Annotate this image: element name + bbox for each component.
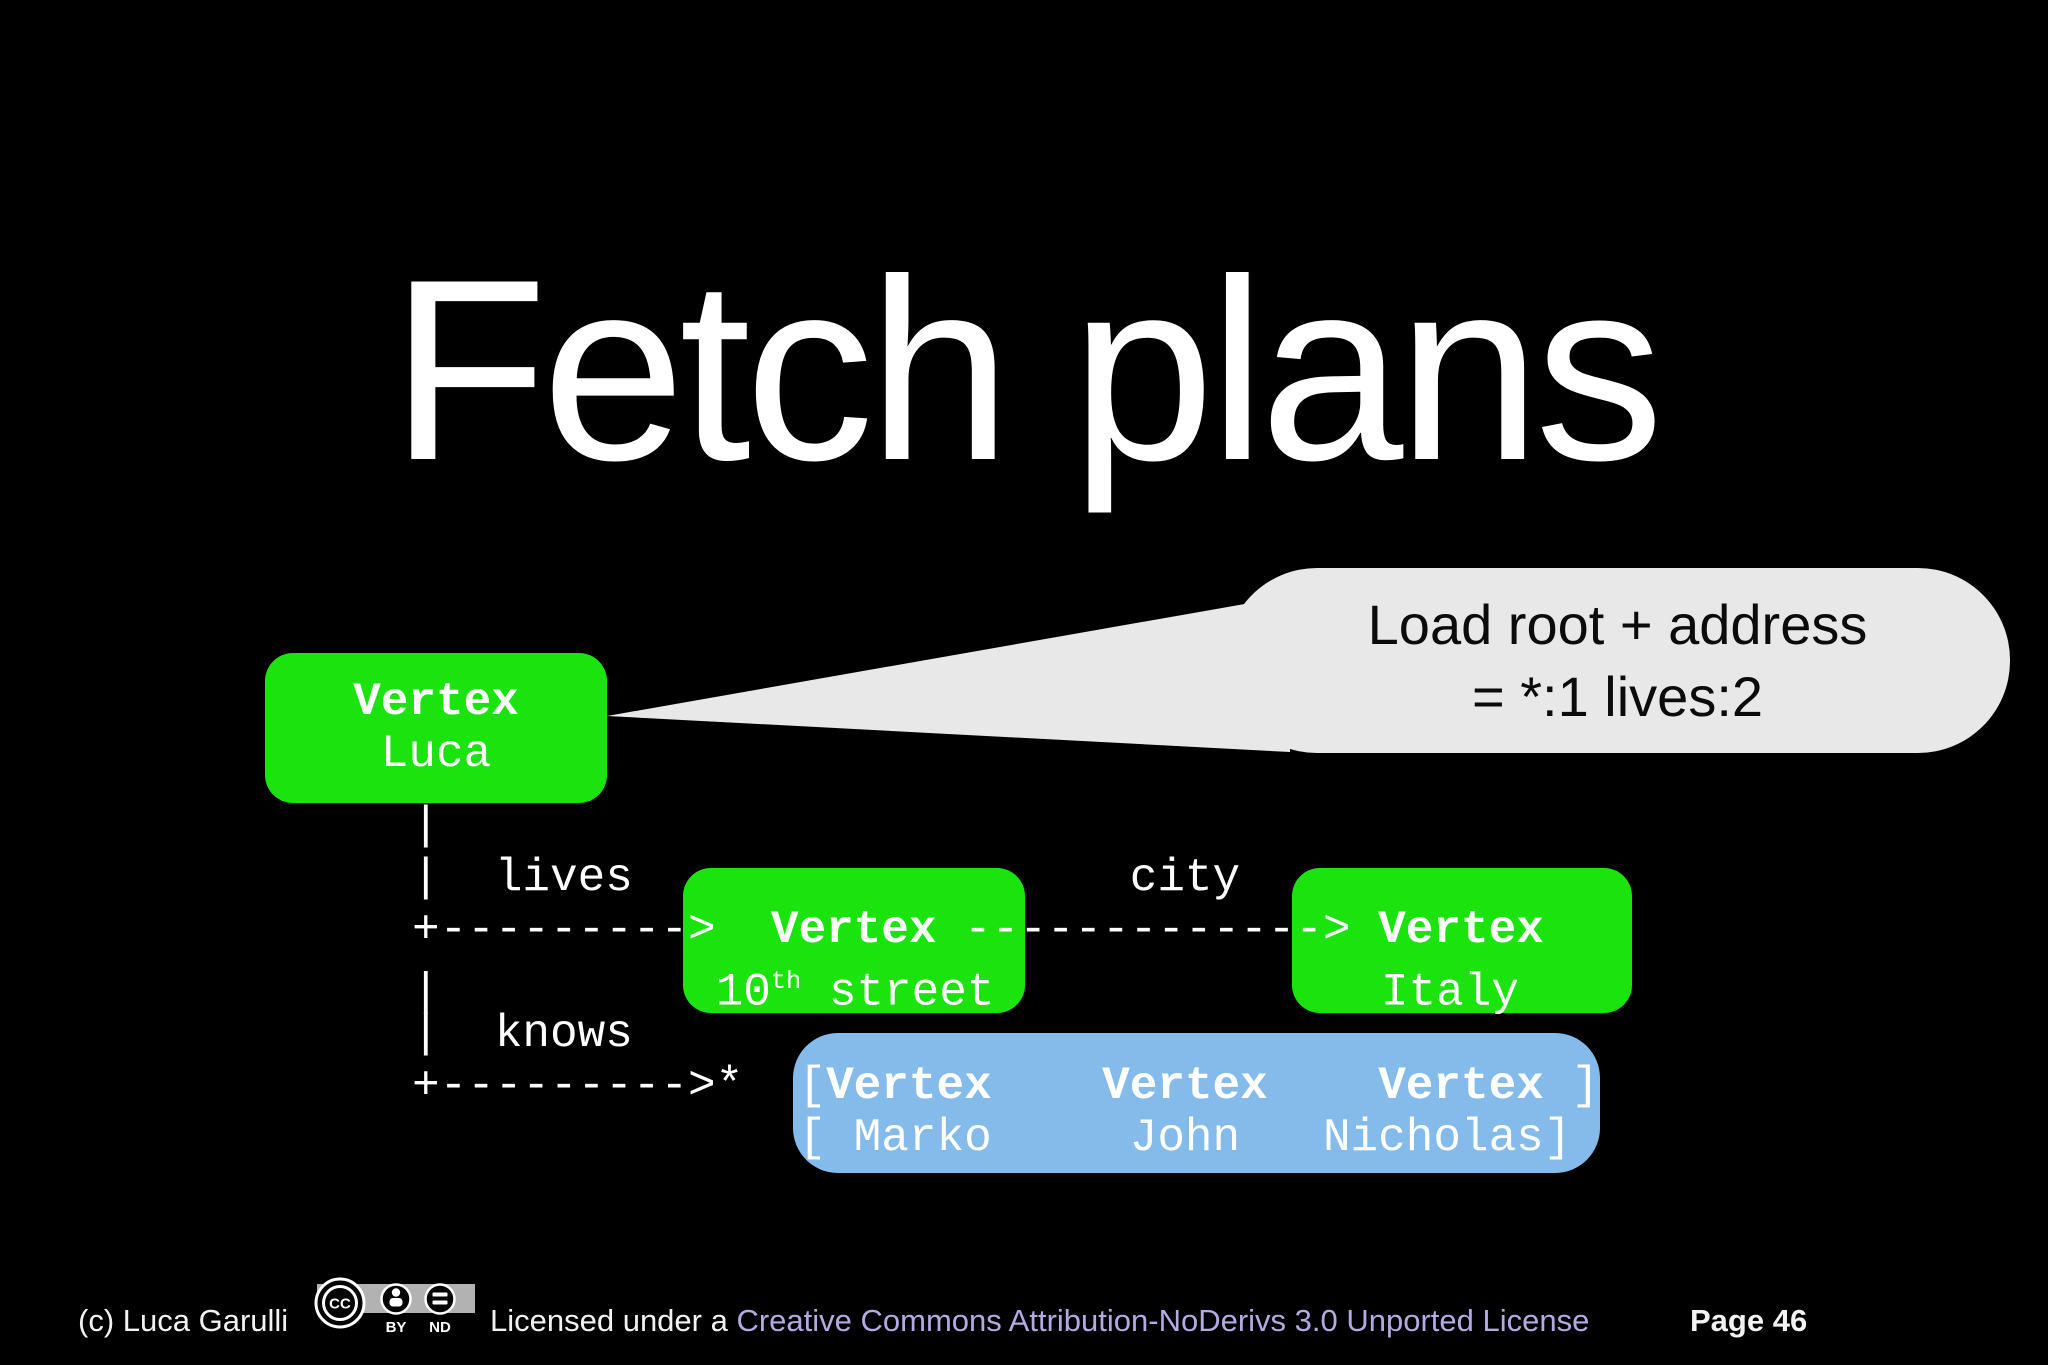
address-name-ordinal: th (770, 967, 802, 996)
edge-label-knows-row: | knows (412, 1008, 633, 1060)
knows-vertex-type-1: Vertex (826, 1060, 992, 1112)
edge-stem-row: | (412, 800, 440, 852)
cc-icon: CC (314, 1277, 366, 1329)
city-arrow: -------------> (936, 904, 1379, 956)
footer-copyright: (c) Luca Garulli (78, 1303, 289, 1338)
footer-license-text: Licensed under a Creative Commons Attrib… (490, 1303, 1589, 1339)
vertex-address-box (683, 868, 1025, 1013)
city-name: Italy (1380, 966, 1519, 1019)
knows-arrow-row: +--------->* [Vertex Vertex Vertex ] (412, 1060, 1599, 1112)
vertex-root-name: Luca (380, 728, 492, 780)
bracket-close: ] (1543, 1060, 1600, 1112)
by-icon (380, 1283, 412, 1315)
vertex-city-type: Vertex (1378, 904, 1544, 956)
callout-bubble: Load root + address = *:1 lives:2 (1225, 568, 2010, 753)
knows-names-row: [ Marko John Nicholas] (412, 1112, 1572, 1164)
page-number: Page 46 (1690, 1303, 1808, 1338)
vertex-root-type: Vertex (353, 676, 519, 728)
slide-title: Fetch plans (390, 225, 1664, 514)
node-names-row: | 10th street Italy (412, 956, 1599, 1018)
knows-vertex-type-2: Vertex (1102, 1060, 1268, 1112)
callout-line-2: = *:1 lives:2 (1471, 664, 1764, 728)
license-link[interactable]: Creative Commons Attribution-NoDerivs 3.… (736, 1303, 1590, 1338)
svg-text:CC: CC (329, 1296, 351, 1313)
knows-vertex-type-3: Vertex (1378, 1060, 1544, 1112)
address-name-base: | 10 (412, 966, 771, 1019)
by-label: BY (386, 1319, 407, 1336)
callout-line-1: Load root + address (1367, 592, 1868, 656)
license-prefix: Licensed under a (490, 1303, 737, 1338)
edge-labels-lives-city-row: | lives city (412, 852, 1241, 904)
vertex-root-box: Vertex Luca (265, 653, 607, 803)
lives-arrow: +---------> (412, 904, 771, 956)
vertex-address-type: Vertex (770, 904, 937, 956)
knows-arrow: +--------->* [ (412, 1060, 827, 1112)
spacer (992, 1060, 1102, 1112)
nd-label: ND (429, 1319, 451, 1336)
lives-arrow-row: +---------> Vertex -------------> Vertex (412, 904, 1599, 956)
vertex-city-box (1292, 868, 1632, 1013)
nd-icon (424, 1283, 456, 1315)
spacer (1268, 1060, 1378, 1112)
address-name-rest: street (801, 966, 1381, 1019)
knows-collection-box (793, 1033, 1600, 1173)
cc-license-badge: CC BY ND (314, 1277, 475, 1336)
ascii-diagram: | | lives city +---------> Vertex ------… (412, 800, 1599, 1164)
